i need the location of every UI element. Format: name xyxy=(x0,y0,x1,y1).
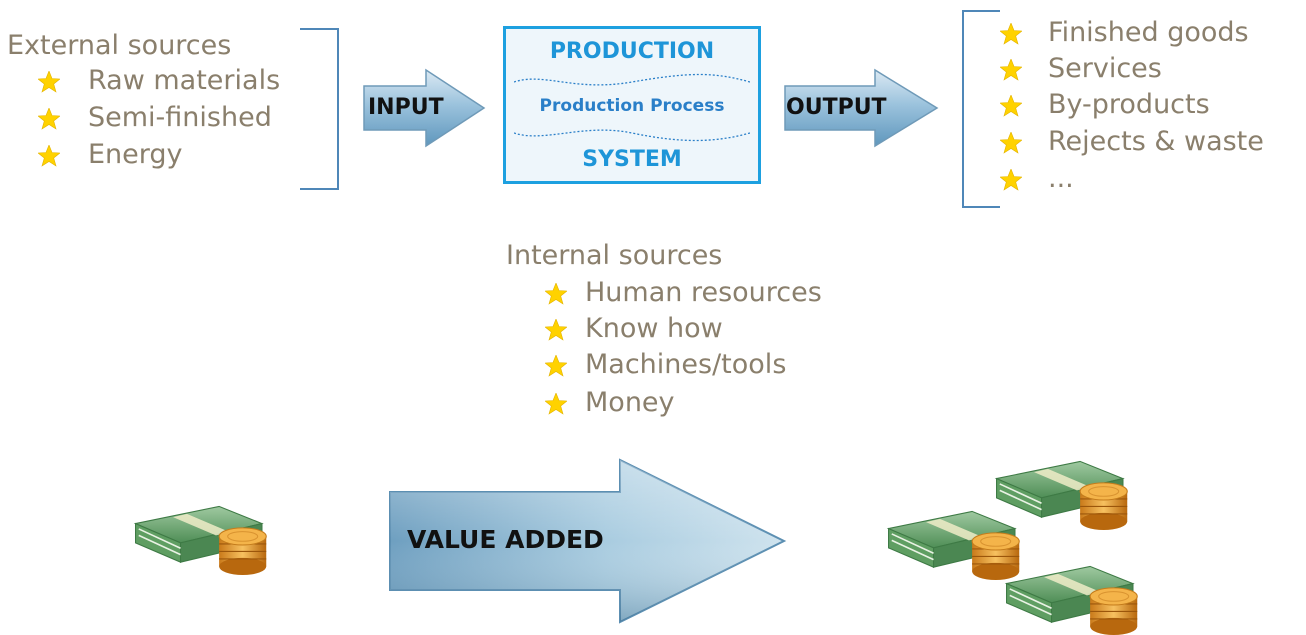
star-icon xyxy=(38,108,60,130)
output-item-label: ... xyxy=(1048,163,1074,194)
internal-item-label: Human resources xyxy=(585,277,822,308)
star-icon xyxy=(38,71,60,93)
production-system-box: PRODUCTION Production Process SYSTEM xyxy=(503,26,761,184)
internal-item-label: Know how xyxy=(585,313,723,344)
value-added-arrow xyxy=(389,458,787,624)
star-icon xyxy=(38,145,60,167)
external-item-label: Semi-finished xyxy=(88,102,272,133)
outputs-bracket xyxy=(962,10,1000,208)
output-item-label: By-products xyxy=(1048,89,1210,120)
internal-item-label: Machines/tools xyxy=(585,349,787,380)
star-icon xyxy=(545,319,567,341)
production-title: PRODUCTION xyxy=(549,39,715,64)
output-label: OUTPUT xyxy=(786,95,887,120)
output-item-label: Rejects & waste xyxy=(1048,126,1264,157)
input-arrow xyxy=(363,68,486,148)
star-icon xyxy=(1000,95,1022,117)
star-icon xyxy=(1000,23,1022,45)
star-icon xyxy=(1000,169,1022,191)
star-icon xyxy=(1000,59,1022,81)
input-label: INPUT xyxy=(368,95,444,120)
money-stack-icon xyxy=(1005,565,1139,635)
wave-line-bottom xyxy=(514,129,750,142)
external-sources-heading: External sources xyxy=(7,30,232,61)
output-item-label: Services xyxy=(1048,53,1162,84)
wave-line-top xyxy=(514,73,750,86)
external-item-label: Energy xyxy=(88,139,183,170)
star-icon xyxy=(545,393,567,415)
production-system-label: SYSTEM xyxy=(582,147,682,172)
internal-sources-heading: Internal sources xyxy=(506,240,723,271)
value-added-label: VALUE ADDED xyxy=(407,525,604,554)
output-item-label: Finished goods xyxy=(1048,17,1249,48)
money-stacks-icon xyxy=(878,455,1148,635)
internal-item-label: Money xyxy=(585,387,675,418)
star-icon xyxy=(1000,132,1022,154)
star-icon xyxy=(545,355,567,377)
external-item-label: Raw materials xyxy=(88,65,281,96)
output-arrow xyxy=(784,68,939,148)
money-stack-icon xyxy=(134,505,268,575)
star-icon xyxy=(545,283,567,305)
production-process-label: Production Process xyxy=(539,96,725,116)
external-sources-bracket xyxy=(300,28,339,190)
